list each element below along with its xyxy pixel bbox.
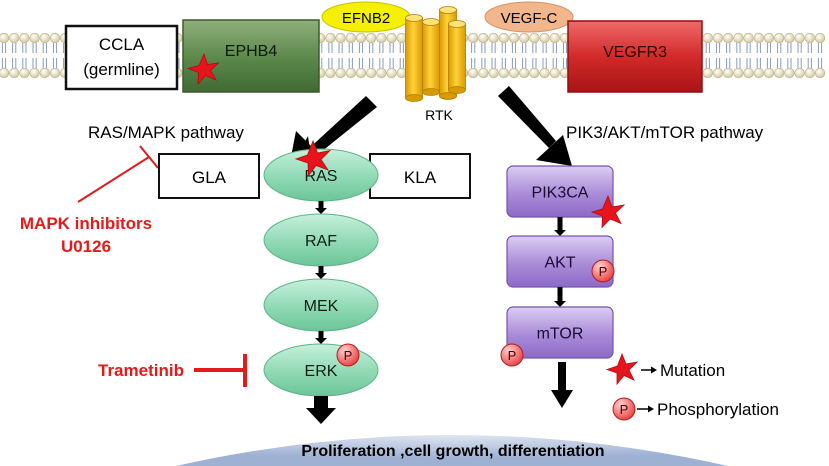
node-ras-label: RAS — [305, 168, 338, 185]
ephb4-label: EPHB4 — [225, 43, 278, 60]
node-mek: MEK — [263, 278, 379, 332]
arrow-ras-down — [315, 201, 327, 214]
ras-mapk-pathway-title: RAS/MAPK pathway — [88, 123, 244, 142]
ras-mapk-cascade: RAS RAF MEK ERK — [263, 148, 379, 397]
rtk-helix-2-top — [439, 6, 457, 14]
efnb2-label: EFNB2 — [342, 10, 390, 27]
node-erk: ERK — [263, 343, 379, 397]
rtk-helix-3-bottom — [422, 88, 440, 96]
rtk-helix-1-top — [405, 14, 423, 22]
kla-label: KLA — [404, 168, 437, 187]
gla-label: GLA — [192, 168, 227, 187]
node-raf: RAF — [263, 213, 379, 267]
node-akt-label: AKT — [544, 255, 575, 272]
rtk-helix-4-bottom — [448, 86, 466, 94]
ccla-germline-box: CCLA (germline) — [64, 24, 179, 91]
node-akt: AKT — [506, 235, 614, 288]
node-mtor-shape — [506, 306, 614, 359]
rtk-receptor: RTK — [405, 6, 466, 123]
phosphorylation-mtor: P — [500, 343, 524, 367]
phosphorylation-erk: P — [336, 343, 360, 367]
rtk-helix-1-bottom — [405, 94, 423, 102]
vegfr3-receptor: VEGFR3 — [567, 20, 703, 93]
vegfr3-label: VEGFR3 — [603, 44, 667, 61]
arrow-akt-down — [554, 287, 566, 307]
node-mtor: mTOR — [506, 306, 614, 359]
node-mek-label: MEK — [304, 298, 339, 315]
mutation-star-pik3ca — [590, 194, 626, 229]
rtk-helix-4 — [448, 23, 466, 91]
vegfc-label: VEGF-C — [501, 10, 558, 27]
node-mtor-label: mTOR — [537, 326, 584, 343]
legend-phospho-symbol: P — [612, 397, 636, 421]
legend: Mutation P Phosphorylation — [605, 352, 779, 421]
ephb4-receptor: EPHB4 — [182, 19, 320, 93]
legend-mutation-star — [605, 352, 639, 386]
node-raf-label: RAF — [305, 233, 337, 250]
outcome-dome: Proliferation ,cell growth, differentiat… — [176, 435, 728, 466]
efnb2-ligand: EFNB2 — [321, 1, 411, 33]
phosphorylation-akt: P — [591, 259, 615, 283]
rtk-helix-2-bottom — [439, 92, 457, 100]
node-pik3ca: PIK3CA — [506, 165, 614, 218]
rtk-helix-3-top — [422, 18, 440, 26]
node-pik3ca-label: PIK3CA — [532, 185, 589, 202]
arrow-pik3ca-down — [554, 217, 566, 236]
rtk-helix-1 — [405, 17, 423, 99]
node-erk-label: ERK — [305, 363, 338, 380]
mutation-star-ras — [294, 139, 332, 177]
arrow-erk-to-outcome — [306, 396, 336, 424]
u0126-label: U0126 — [61, 237, 111, 256]
mapk-inhibitor-line — [77, 145, 159, 203]
legend-phosphorylation-label: Phosphorylation — [657, 400, 779, 419]
arrow-to-pik3 — [498, 86, 572, 166]
ccla-germline-label: (germline) — [83, 60, 160, 79]
mutation-star-ephb4 — [186, 52, 220, 86]
ccla-label: CCLA — [99, 35, 145, 54]
arrow-raf-down — [315, 266, 327, 279]
trametinib-inhibitor-line — [194, 354, 247, 387]
arrow-mtor-to-outcome — [551, 362, 573, 408]
p-symbol-mtor: P — [508, 348, 517, 363]
vegfc-ligand: VEGF-C — [484, 1, 574, 33]
node-ras: RAS — [263, 148, 379, 202]
rtk-label: RTK — [425, 107, 453, 123]
kla-box: KLA — [369, 153, 471, 199]
p-symbol-legend: P — [620, 402, 629, 417]
arrow-mek-down — [315, 331, 327, 344]
outcome-label: Proliferation ,cell growth, differentiat… — [301, 443, 604, 460]
gla-box: GLA — [158, 153, 260, 199]
p-symbol-akt: P — [599, 264, 608, 279]
rtk-helix-3 — [422, 21, 440, 93]
rtk-helix-4-top — [448, 20, 466, 28]
p-symbol-erk: P — [344, 348, 353, 363]
legend-mutation-label: Mutation — [660, 361, 725, 380]
trametinib-label: Trametinib — [98, 361, 184, 380]
pik3-akt-mtor-cascade: PIK3CA AKT mTOR — [506, 165, 614, 359]
pik3-akt-mtor-pathway-title: PIK3/AKT/mTOR pathway — [566, 123, 764, 142]
mapk-inhibitors-label: MAPK inhibitors — [20, 214, 152, 233]
